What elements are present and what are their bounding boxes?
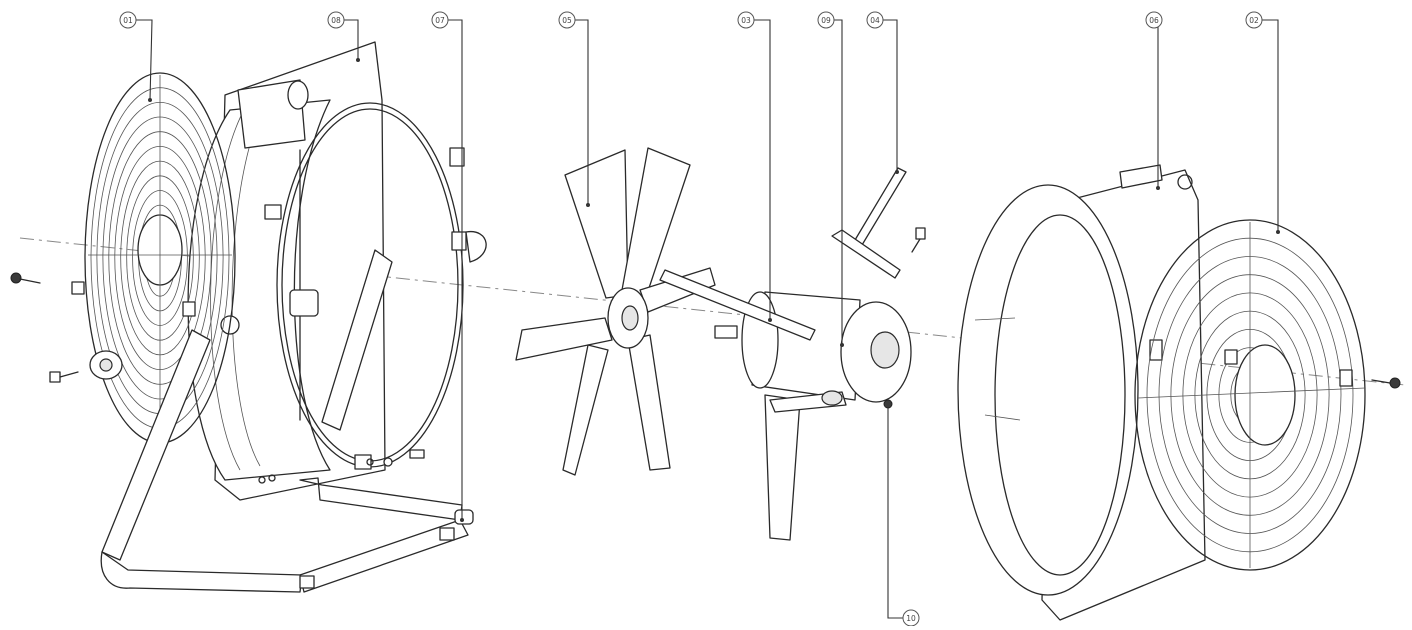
callout-06-label: 06: [1149, 16, 1159, 25]
front-housing-assembly: [187, 41, 487, 501]
motor-shaft: [714, 325, 738, 339]
callout-05-label: 05: [562, 16, 572, 25]
motor-pin: [883, 399, 893, 409]
callout-03: 03: [737, 11, 755, 29]
front-grille: [71, 72, 236, 444]
rim-clip-mid: [451, 231, 467, 251]
leader-09: [834, 19, 843, 345]
leader-03: [754, 19, 771, 320]
callout-02: 02: [1245, 11, 1263, 29]
callout-10: 10: [902, 609, 920, 627]
callout-03-label: 03: [741, 16, 751, 25]
rear-grille: [1134, 219, 1366, 571]
leader-07: [448, 19, 463, 520]
callout-06: 06: [1145, 11, 1163, 29]
assembly-centerline: [19, 237, 1406, 386]
leader-04: [883, 19, 898, 172]
screw-right-grille: [1371, 377, 1401, 389]
callout-leaders: [136, 19, 1279, 619]
stand-leg-left: [101, 329, 211, 561]
rear-housing-assembly: [957, 164, 1206, 621]
callout-07-label: 07: [435, 16, 445, 25]
side-knob: [465, 231, 487, 263]
leader-01: [136, 19, 153, 101]
callout-04-label: 04: [870, 16, 880, 25]
leader-08: [344, 19, 359, 60]
leader-10: [887, 408, 903, 619]
screw-housing-bottom: [383, 449, 425, 467]
callout-01-label: 01: [123, 16, 133, 25]
internal-strut: [321, 249, 393, 431]
leader-02: [1262, 19, 1279, 232]
blade-top-left: [564, 149, 629, 299]
callout-08: 08: [327, 11, 345, 29]
tilt-knob: [89, 350, 123, 380]
rim-clip-top: [449, 147, 465, 167]
rear-grille-center-disc: [1234, 344, 1296, 446]
screw-motor-bracket: [911, 227, 926, 253]
blade-left: [515, 317, 613, 361]
stand-base-front: [100, 551, 303, 593]
callout-07: 07: [431, 11, 449, 29]
leader-05: [575, 19, 589, 205]
stand-frame: [100, 329, 474, 593]
bracket-lower-arm: [831, 229, 901, 279]
fan-blade: [515, 147, 716, 476]
rear-grille-outer-ring: [1134, 219, 1366, 571]
callout-05: 05: [558, 11, 576, 29]
leader-06: [1157, 19, 1162, 188]
stand-rear-bar: [299, 477, 463, 521]
motor-support-arm: [764, 394, 801, 541]
screw-left-grille: [10, 272, 41, 284]
motor-assembly: [659, 269, 912, 541]
callout-01: 01: [119, 11, 137, 29]
callout-10-label: 10: [906, 614, 916, 623]
callout-09: 09: [817, 11, 835, 29]
callout-02-label: 02: [1249, 16, 1259, 25]
motor-mount-plate: [289, 289, 319, 317]
bracket-upper-arm: [854, 167, 907, 246]
motor-bracket-strap: [659, 269, 816, 341]
callout-04: 04: [866, 11, 884, 29]
rear-housing-drum: [957, 184, 1139, 596]
screw-left-knob: [49, 371, 79, 383]
blade-bottom-left: [562, 344, 609, 476]
callout-09-label: 09: [821, 16, 831, 25]
blade-bottom-right: [627, 334, 671, 471]
motor-top-bracket: [831, 167, 907, 279]
screws: [10, 227, 1401, 467]
callout-08-label: 08: [331, 16, 341, 25]
